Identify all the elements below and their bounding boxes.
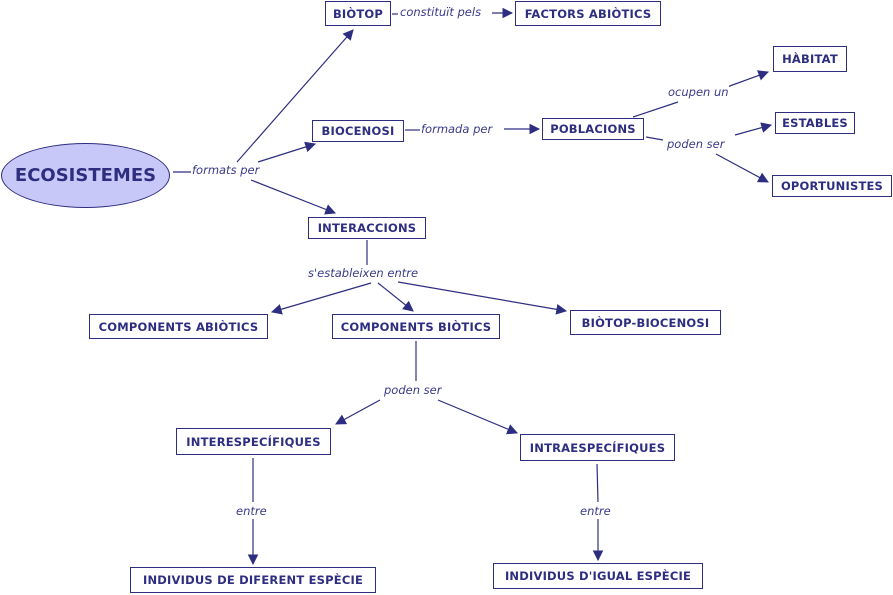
arrow-to-intraespecifiques	[437, 399, 518, 435]
connector-poblacions-ocupen	[632, 101, 679, 118]
concept-oportunistes[interactable]: OPORTUNISTES	[772, 175, 892, 197]
connector-poblacions-poden	[645, 136, 664, 141]
link-label-formada-per: formada per	[421, 122, 493, 136]
concept-biotop-biocenosi[interactable]: BIÒTOP-BIOCENOSI	[570, 310, 721, 335]
arrow-to-biocenosi	[257, 141, 317, 163]
concept-individus-diferent-especie[interactable]: INDIVIDUS DE DIFERENT ESPÈCIE	[130, 567, 376, 593]
concept-intraespecifiques[interactable]: INTRAESPECÍFIQUES	[520, 434, 675, 461]
link-label-formats-per: formats per	[192, 163, 260, 177]
arrow-to-biotop-biocenosi	[397, 281, 568, 315]
concept-poblacions[interactable]: POBLACIONS	[542, 118, 644, 140]
link-label-poden-ser-components: poden ser	[384, 383, 442, 397]
arrow-to-components-abiotics	[270, 282, 372, 315]
arrow-to-habitat	[726, 70, 770, 88]
arrow-to-oportunistes	[715, 153, 769, 183]
link-label-ocupen-un: ocupen un	[668, 85, 729, 99]
arrow-to-components-biotics	[377, 282, 414, 312]
concept-individus-igual-especie[interactable]: INDIVIDUS D'IGUAL ESPÈCIE	[493, 563, 703, 589]
concept-biotop[interactable]: BIÒTOP	[325, 1, 391, 26]
concept-interespecifiques[interactable]: INTERESPECÍFIQUES	[176, 428, 331, 455]
concept-biocenosi[interactable]: BIOCENOSI	[312, 120, 404, 142]
link-label-constituit-pels: constituït pels	[400, 5, 482, 19]
arrow-to-interespecifiques	[335, 399, 381, 425]
link-label-poden-ser-poblacions: poden ser	[667, 137, 725, 151]
concept-factors-abiotics[interactable]: FACTORS ABIÒTICS	[515, 1, 661, 26]
concept-components-abiotics[interactable]: COMPONENTS ABIÒTICS	[89, 314, 268, 339]
link-label-entre-inter: entre	[236, 504, 267, 518]
arrow-to-estables	[734, 122, 773, 136]
concept-components-biotics[interactable]: COMPONENTS BIÒTICS	[332, 314, 500, 339]
concept-habitat[interactable]: HÀBITAT	[773, 46, 847, 72]
link-label-sestableixen-entre: s'estableixen entre	[308, 266, 419, 280]
link-label-entre-intra: entre	[580, 504, 611, 518]
arrow-to-biotop	[236, 29, 354, 163]
connector-intra-label	[596, 463, 599, 503]
arrow-to-interaccions	[250, 179, 337, 215]
concept-interaccions[interactable]: INTERACCIONS	[308, 217, 426, 239]
root-concept-ecosistemes[interactable]: ECOSISTEMES	[1, 143, 170, 208]
concept-estables[interactable]: ESTABLES	[775, 112, 855, 134]
